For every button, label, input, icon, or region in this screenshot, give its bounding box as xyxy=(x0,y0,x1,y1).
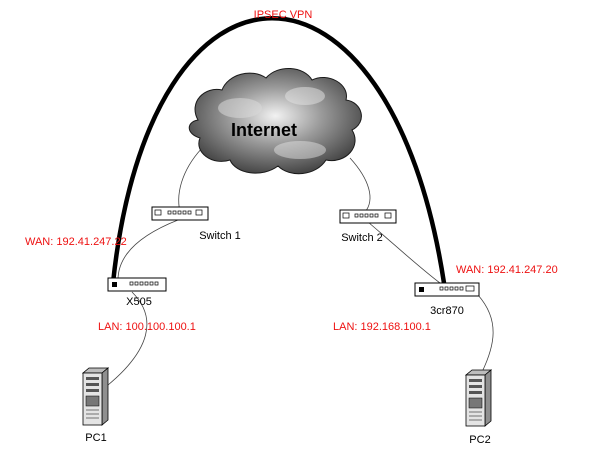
pc2-label: PC2 xyxy=(469,434,490,446)
cable-switch1-x505 xyxy=(117,219,179,281)
cable-switch2-3cr870 xyxy=(367,221,441,284)
cable-cloud-switch2 xyxy=(349,157,371,213)
switch-1-icon xyxy=(151,206,209,221)
3cr870-router-icon xyxy=(414,282,480,297)
cable-3cr870-pc2 xyxy=(477,294,494,373)
3cr870-label: 3cr870 xyxy=(430,305,464,317)
pc2-tower-icon xyxy=(464,369,493,427)
3cr870-wan-address: WAN: 192.41.247.20 xyxy=(456,264,558,276)
cable-x505-pc1 xyxy=(107,291,148,386)
cable-cloud-switch1 xyxy=(178,144,206,213)
x505-wan-address: WAN: 192.41.247.22 xyxy=(25,236,127,248)
internet-label: Internet xyxy=(231,120,297,140)
vpn-label: IPSEC VPN xyxy=(254,9,313,21)
pc1-label: PC1 xyxy=(85,432,106,444)
switch-2-label: Switch 2 xyxy=(341,232,383,244)
x505-label: X505 xyxy=(126,296,152,308)
switch-2-icon xyxy=(339,209,397,224)
x505-lan-address: LAN: 100.100.100.1 xyxy=(98,321,196,333)
x505-router-icon xyxy=(107,277,167,292)
internet-cloud: Internet xyxy=(188,68,362,175)
pc1-tower-icon xyxy=(81,367,110,426)
3cr870-lan-address: LAN: 192.168.100.1 xyxy=(333,321,431,333)
switch-1-label: Switch 1 xyxy=(199,230,241,242)
vpn-tunnel-arc xyxy=(110,16,447,286)
